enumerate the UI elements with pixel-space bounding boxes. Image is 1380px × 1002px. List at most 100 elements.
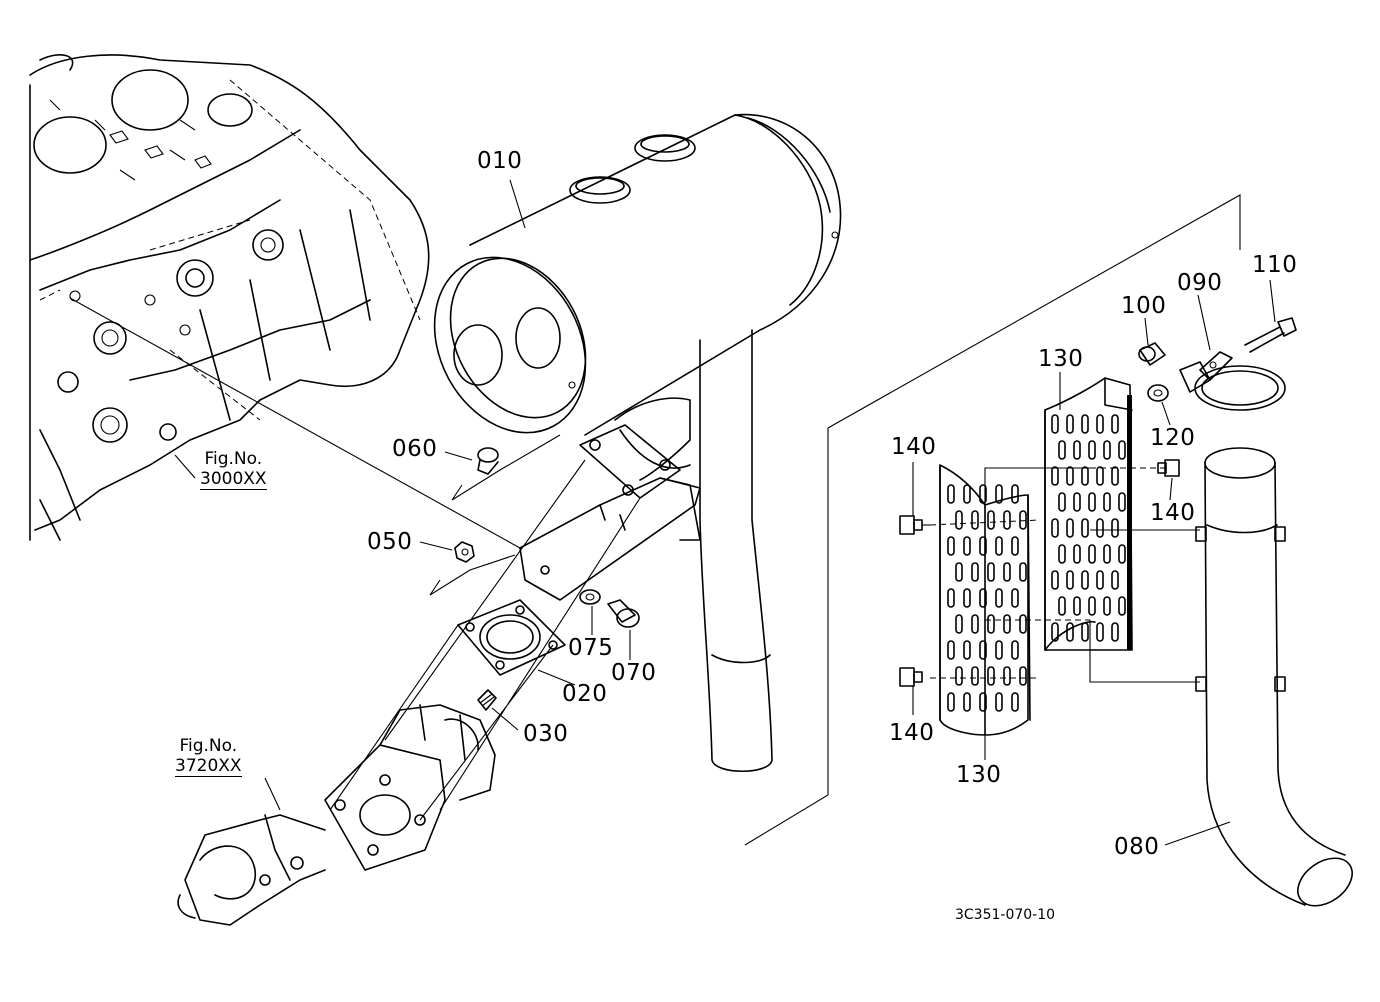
shield-slot [1096, 414, 1104, 434]
shield-slot [1103, 492, 1111, 512]
shield-slot [1111, 414, 1119, 434]
shield-slot [1066, 414, 1074, 434]
plug-060 [451, 434, 561, 501]
shield-slot [1118, 440, 1126, 460]
stud-030 [477, 689, 497, 711]
shield-slot [1073, 544, 1081, 564]
shield-slot [1096, 466, 1104, 486]
shield-slot [979, 484, 987, 504]
shield-slot [1081, 622, 1089, 642]
dashed-guide-block [169, 349, 261, 421]
callout-140-right: 140 [1150, 500, 1196, 526]
muffler-bracket [519, 424, 701, 601]
shield-slot [1019, 510, 1027, 530]
shield-slot [979, 536, 987, 556]
shield-slot [1058, 544, 1066, 564]
shield-slot [947, 692, 955, 712]
shield-slot [963, 640, 971, 660]
shield-slot [1051, 466, 1059, 486]
callout-020: 020 [562, 681, 608, 707]
shield-slot [1051, 622, 1059, 642]
callout-130-rear: 130 [1038, 346, 1084, 372]
shield-slot [1019, 562, 1027, 582]
shield-slot [1003, 666, 1011, 686]
shield-to-pipe-lines [984, 467, 1200, 683]
shield-slot [955, 510, 963, 530]
shield-slot [1051, 414, 1059, 434]
gasket-020 [457, 599, 566, 676]
shield-slot [1081, 570, 1089, 590]
callout-070: 070 [611, 660, 657, 686]
exhaust-pipe-080 [1195, 447, 1353, 907]
shield-slot [1066, 466, 1074, 486]
shield-slot [979, 588, 987, 608]
callout-100: 100 [1121, 293, 1167, 319]
shield-slot [1051, 570, 1059, 590]
drawing-code: 3C351-070-10 [955, 907, 1056, 923]
heat-shield-slots-rear [1051, 414, 1126, 642]
shield-slot [1096, 570, 1104, 590]
shield-slot [963, 692, 971, 712]
leader-lines [174, 179, 1276, 846]
nut-120 [1147, 384, 1169, 402]
shield-slot [1096, 518, 1104, 538]
shield-slot [955, 562, 963, 582]
shield-alignment-dashes [929, 467, 1170, 679]
shield-slot [1088, 544, 1096, 564]
shield-slot [1111, 622, 1119, 642]
shield-slot [971, 562, 979, 582]
nut-050 [429, 541, 516, 596]
shield-slot [995, 536, 1003, 556]
shield-slot [995, 484, 1003, 504]
shield-slot [955, 614, 963, 634]
shield-slot [1081, 518, 1089, 538]
boundary-line [744, 194, 1241, 846]
heat-shield-slots-front [947, 484, 1027, 712]
shield-slot [1051, 518, 1059, 538]
figure-reference-number: 3000XX [200, 468, 267, 491]
shield-slot [1066, 518, 1074, 538]
shield-slot [963, 484, 971, 504]
shield-slot [971, 666, 979, 686]
shield-slot [1118, 596, 1126, 616]
shield-slot [1011, 536, 1019, 556]
callout-010: 010 [477, 148, 523, 174]
shield-slot [1103, 544, 1111, 564]
callout-050: 050 [367, 529, 413, 555]
shield-slot [947, 588, 955, 608]
figure-reference-3720[interactable]: Fig.No. 3720XX [175, 736, 242, 778]
bolt-070 [607, 599, 640, 628]
shield-slot [1081, 414, 1089, 434]
callout-110: 110 [1252, 252, 1298, 278]
shield-slot [1011, 692, 1019, 712]
shield-slot [1111, 570, 1119, 590]
shield-slot [995, 692, 1003, 712]
shield-slot [1011, 484, 1019, 504]
shield-slot [1088, 492, 1096, 512]
assembly-lines [329, 459, 641, 821]
shield-slot [1011, 588, 1019, 608]
shield-slot [1073, 440, 1081, 460]
shield-slot [1058, 492, 1066, 512]
callout-030: 030 [523, 721, 569, 747]
shield-slot [1003, 510, 1011, 530]
bolt-140-left-lower [899, 667, 923, 687]
shield-slot [1111, 518, 1119, 538]
washer-075 [579, 589, 601, 605]
shield-slot [1073, 492, 1081, 512]
callout-120: 120 [1150, 425, 1196, 451]
callout-060: 060 [392, 436, 438, 462]
callout-140-upper-left: 140 [891, 434, 937, 460]
shield-slot [995, 640, 1003, 660]
shield-slot [947, 536, 955, 556]
callout-075: 075 [568, 635, 614, 661]
callout-130-front: 130 [956, 762, 1002, 788]
shield-slot [979, 640, 987, 660]
bolt-140-left-upper [899, 515, 930, 535]
shield-slot [1011, 640, 1019, 660]
figure-reference-3000[interactable]: Fig.No. 3000XX [200, 449, 267, 491]
shield-slot [987, 666, 995, 686]
shield-slot [1003, 614, 1011, 634]
shield-slot [1019, 666, 1027, 686]
